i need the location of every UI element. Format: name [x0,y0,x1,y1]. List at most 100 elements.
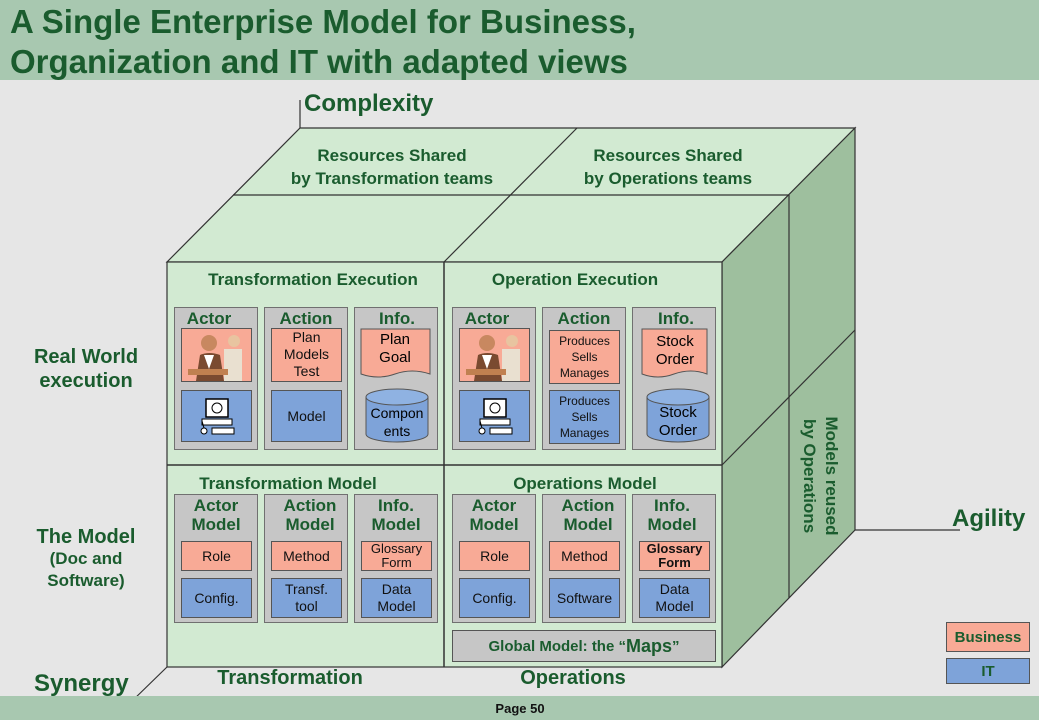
oe-info-biz-line-2: Order [655,351,695,368]
top-left-line-2: by Transformation teams [290,169,494,188]
om-actor-header-line-2: Model [469,515,519,534]
row-real-line-2: execution [39,370,133,392]
oe-info-business-text: Stock Order [641,333,709,369]
top-right-label: Resources Shared by Operations teams [548,144,788,190]
oe-action-it-line-1: Produces [559,394,610,408]
te-info-it-line-2: ents [383,423,411,439]
top-left-label: Resources Shared by Transformation teams [262,144,522,190]
column-label-transformation: Transformation [217,667,363,689]
oe-action-header: Action [557,309,611,328]
om-actor-header-line-1: Actor [471,496,517,515]
te-actor-business-person-icon [181,328,252,382]
tm-transf-tool: Transf. tool [271,578,342,618]
te-info-biz-line-2: Goal [379,349,411,366]
computer-icon [478,398,513,435]
te-info-header: Info. [379,309,415,328]
top-left-line-1: Resources Shared [317,146,467,165]
om-data-line-2: Model [655,598,694,614]
tm-data-line-2: Model [377,598,416,614]
row-model-line-2: (Doc and [49,549,123,568]
om-glossary-line-1: Glossary [646,541,703,556]
tm-action-header-line-1: Action [283,496,337,515]
tm-role: Role [181,541,252,571]
om-action-header: Action Model [542,496,634,534]
footer-bar [0,696,1039,720]
oe-action-business: Produces Sells Manages [549,330,620,384]
oe-info-it-line-2: Order [658,422,698,439]
oe-info-it-database-icon [646,388,710,443]
te-action-it: Model [271,390,342,442]
row-label-real-world: Real World execution [18,345,154,393]
people-icon [188,335,242,381]
oe-action-it: Produces Sells Manages [549,390,620,444]
page-title: A Single Enterprise Model for Business, … [10,2,636,82]
om-method: Method [549,541,620,571]
axis-complexity: Complexity [304,90,434,117]
om-role: Role [459,541,530,571]
om-info-header-line-2: Model [647,515,697,534]
row-real-line-1: Real World [33,346,139,368]
om-action-header-line-2: Model [563,515,613,534]
om-info-header: Info. Model [632,496,712,534]
om-software: Software [549,578,620,618]
te-action-biz-line-1: Plan [292,329,321,345]
computer-icon [200,398,235,435]
te-action-biz-line-3: Test [293,363,320,379]
om-data-line-1: Data [659,581,690,597]
tm-config: Config. [181,578,252,618]
row-model-line-3: Software) [47,571,125,590]
tm-actor-header: Actor Model [174,496,258,534]
tm-glossary-line-2: Form [381,555,412,570]
title-line-1: A Single Enterprise Model for Business, [10,3,636,40]
te-action-business: Plan Models Test [271,328,342,382]
tm-info-header: Info. Model [354,496,438,534]
om-data-model: Data Model [639,578,710,618]
axis-agility: Agility [952,505,1026,532]
te-info-business-document-icon [360,328,431,378]
te-info-it-line-1: Compon [370,405,424,421]
te-title: Transformation Execution [208,270,418,289]
oe-actor-header: Actor [464,309,510,328]
om-glossary-form: Glossary Form [639,541,710,571]
te-info-it-text: Compon ents [364,404,430,440]
global-model-maps: Global Model: the “Maps” [452,630,716,662]
right-face-midline [721,329,856,466]
top-face-divider [443,127,578,263]
side-line-2: by Operations [800,418,819,534]
oe-action-it-line-2: Sells [571,410,598,424]
top-right-line-2: by Operations teams [583,169,753,188]
om-config: Config. [459,578,530,618]
oe-action-biz-line-3: Manages [559,366,610,380]
te-action-biz-line-2: Models [283,346,330,362]
side-label: Models reused by Operations [798,376,842,576]
oe-action-biz-line-2: Sells [571,350,598,364]
tm-actor-header-line-2: Model [191,515,241,534]
tm-method: Method [271,541,342,571]
oe-action-biz-line-1: Produces [559,334,610,348]
oe-actor-it-computer-icon [459,390,530,442]
oe-actor-business-person-icon [459,328,530,382]
oe-action-it-line-3: Manages [559,426,610,440]
om-actor-header: Actor Model [452,496,536,534]
global-model-prefix: Global Model: the “ [488,637,626,655]
om-title: Operations Model [513,474,657,493]
tm-data-model: Data Model [361,578,432,618]
te-info-it-database-icon [365,388,429,443]
tm-data-line-1: Data [381,581,412,597]
tm-tool-line-1: Transf. [284,581,329,597]
title-line-2: Organization and IT with adapted views [10,43,628,80]
tm-title: Transformation Model [199,474,377,493]
oe-info-business-document-icon [641,328,708,378]
row-label-model: The Model (Doc and Software) [18,526,154,592]
om-info-header-line-1: Info. [654,496,690,515]
tm-action-header: Action Model [264,496,356,534]
column-label-operations: Operations [520,667,626,689]
oe-info-header: Info. [658,309,694,328]
oe-info-it-text: Stock Order [645,404,711,440]
tm-glossary-line-1: Glossary [370,541,423,556]
tm-actor-header-line-1: Actor [193,496,239,515]
oe-title: Operation Execution [491,270,659,289]
people-icon [466,335,520,381]
tm-info-header-line-1: Info. [378,496,414,515]
